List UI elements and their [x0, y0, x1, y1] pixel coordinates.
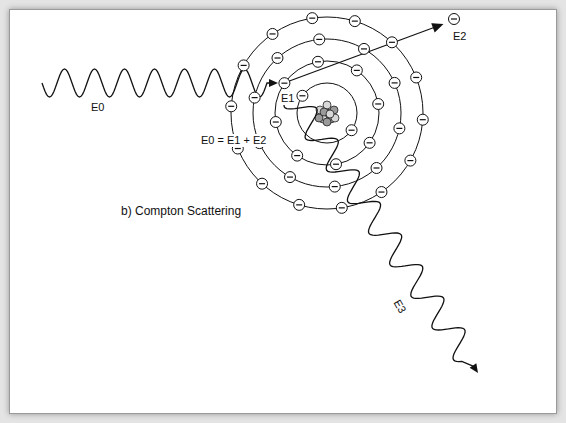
- electron: [226, 101, 237, 112]
- electron: [314, 34, 325, 45]
- electron: [359, 43, 370, 54]
- electron: [346, 125, 357, 136]
- electron: [376, 187, 387, 198]
- electron: [257, 178, 268, 189]
- electron: [294, 199, 305, 210]
- electron: [292, 150, 303, 161]
- electron: [405, 155, 416, 166]
- scattered-photon: [284, 92, 474, 366]
- electron-charge: [228, 106, 234, 107]
- figure-frame: [9, 9, 557, 414]
- electron-charge: [287, 176, 293, 177]
- electron-charge: [333, 164, 339, 165]
- electron-charge: [296, 204, 302, 205]
- electron: [297, 90, 308, 101]
- electron-charge: [309, 18, 315, 19]
- electron-charge: [294, 155, 300, 156]
- electron-charge: [354, 70, 360, 71]
- figure-caption: b) Compton Scattering: [120, 204, 242, 218]
- electron-charge: [389, 42, 395, 43]
- electron-charge: [352, 21, 358, 22]
- photon-energy: E0: [90, 101, 105, 114]
- electron-charge: [374, 167, 380, 168]
- electron-charge: [451, 18, 457, 19]
- electron-charge: [413, 77, 419, 78]
- electron-charge: [332, 186, 338, 187]
- energy-equation: E0 = E1 + E2: [200, 134, 267, 147]
- electron-charge: [241, 65, 247, 66]
- electron-charge: [392, 82, 398, 83]
- electron-charge: [316, 39, 322, 40]
- electron: [411, 72, 422, 83]
- electron-charge: [407, 160, 413, 161]
- electron: [270, 117, 281, 128]
- arrowhead: [432, 24, 442, 32]
- electron-charge: [349, 130, 355, 131]
- electron: [364, 137, 375, 148]
- electron: [267, 28, 278, 39]
- electron-charge: [252, 97, 258, 98]
- electron-shell: [231, 17, 423, 209]
- electron: [373, 98, 384, 109]
- electron: [279, 78, 290, 89]
- electron: [331, 159, 342, 170]
- electron-charge: [281, 83, 287, 84]
- electron-charge: [396, 128, 402, 129]
- electron-track: [284, 26, 438, 83]
- electron-charge: [315, 61, 321, 62]
- electron: [351, 65, 362, 76]
- electron: [329, 181, 340, 192]
- nucleon: [326, 110, 334, 118]
- electron-charge: [361, 48, 367, 49]
- electron-charge: [259, 183, 265, 184]
- electron-charge: [235, 148, 241, 149]
- electron: [371, 162, 382, 173]
- electron: [417, 114, 428, 125]
- electron-charge: [339, 207, 345, 208]
- arrowhead: [470, 363, 478, 373]
- electron-charge: [367, 142, 373, 143]
- electron-charge: [299, 95, 305, 96]
- electron: [249, 92, 260, 103]
- electron: [238, 60, 249, 71]
- electron: [285, 172, 296, 183]
- electron: [272, 53, 283, 64]
- electron: [336, 202, 347, 213]
- incident-photon: [42, 69, 270, 97]
- electron-charge: [375, 103, 381, 104]
- electron-shell: [275, 61, 379, 165]
- electron-energy: E2: [452, 30, 467, 43]
- electron: [349, 16, 360, 27]
- electron: [389, 77, 400, 88]
- electron-charge: [420, 119, 426, 120]
- nucleon: [323, 118, 331, 126]
- arrowhead: [269, 79, 278, 87]
- electron: [386, 37, 397, 48]
- electron: [307, 13, 318, 24]
- electron-charge: [270, 33, 276, 34]
- binding-energy: E1: [280, 92, 295, 105]
- electron: [312, 56, 323, 67]
- electron-charge: [274, 57, 280, 58]
- electron: [394, 123, 405, 134]
- electron-charge: [273, 121, 279, 122]
- electron: [449, 14, 460, 25]
- electron-charge: [378, 191, 384, 192]
